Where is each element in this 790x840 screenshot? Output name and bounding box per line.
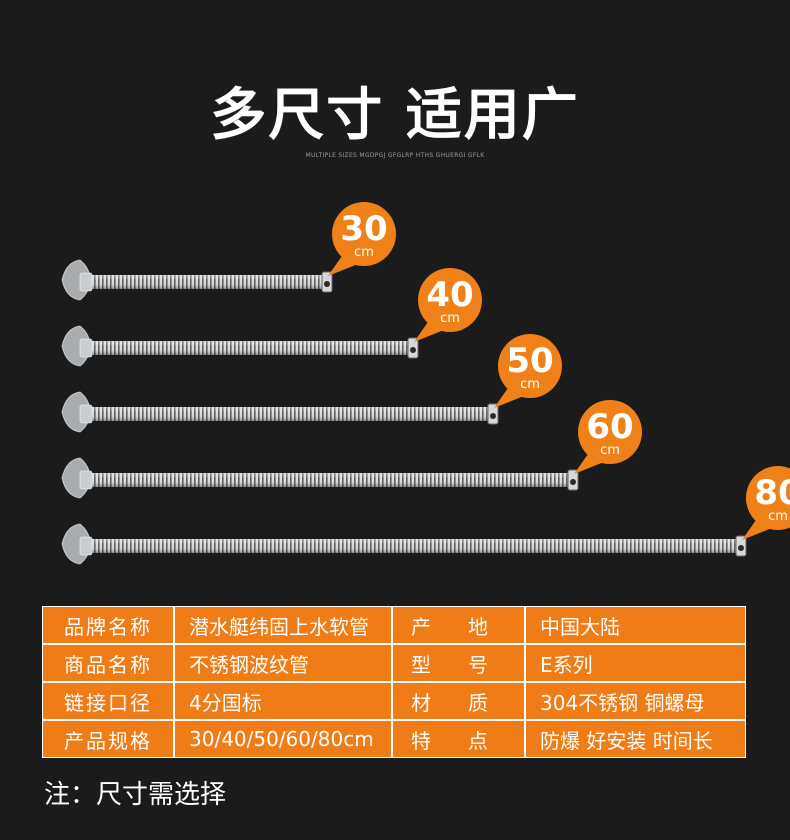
- bubble-circle: [418, 268, 482, 332]
- size-unit: cm: [768, 509, 788, 524]
- spec-label-model-char1: 型: [411, 652, 431, 677]
- size-value: 50: [506, 341, 553, 381]
- nut-body: [79, 404, 93, 424]
- size-value: 40: [426, 275, 473, 315]
- spec-label-feature-char1: 特: [411, 728, 431, 753]
- hose-shine: [92, 341, 408, 355]
- spec-label-model-char2: 号: [468, 652, 488, 677]
- spec-label-product: 商品名称: [42, 644, 174, 682]
- spec-label-feature-char2: 点: [468, 728, 488, 753]
- hose-80: [61, 523, 747, 565]
- hose-50: [61, 391, 499, 433]
- spec-value-material: 304不锈钢 铜螺母: [525, 682, 746, 720]
- size-unit: cm: [354, 245, 374, 260]
- size-unit: cm: [520, 377, 540, 392]
- fitting-hole: [570, 479, 576, 485]
- size-value: 60: [586, 407, 633, 447]
- hose-shine: [92, 539, 736, 553]
- spec-label-spec: 产品规格: [42, 720, 174, 758]
- size-bubble-80: 80cm: [742, 466, 790, 540]
- spec-value-brand: 潜水艇纬固上水软管: [174, 606, 392, 644]
- bubble-circle: [578, 400, 642, 464]
- fitting-hole: [490, 413, 496, 419]
- spec-table: 品牌名称 潜水艇纬固上水软管 产地 中国大陆 商品名称 不锈钢波纹管 型号 E系…: [42, 606, 746, 758]
- spec-label-material-char1: 材: [411, 690, 431, 715]
- spec-value-product: 不锈钢波纹管: [174, 644, 392, 682]
- size-unit: cm: [600, 443, 620, 458]
- page-title: 多尺寸 适用广: [210, 83, 580, 148]
- hose-60: [61, 457, 579, 499]
- spec-value-feature: 防爆 好安装 时间长: [525, 720, 746, 758]
- hose-shine: [92, 275, 322, 289]
- fitting-hole: [324, 281, 330, 287]
- spec-value-origin: 中国大陆: [525, 606, 746, 644]
- bubble-circle: [498, 334, 562, 398]
- spec-value-caliber: 4分国标: [174, 682, 392, 720]
- spec-value-model: E系列: [525, 644, 746, 682]
- nut-body: [79, 338, 93, 358]
- spec-label-material: 材质: [392, 682, 525, 720]
- hose-shine: [92, 473, 568, 487]
- page-subtitle: MULTIPLE SIZES MGDPGJ GFGLRP HTHS GHUERG…: [305, 152, 485, 159]
- spec-label-model: 型号: [392, 644, 525, 682]
- spec-label-brand: 品牌名称: [42, 606, 174, 644]
- nut-body: [79, 470, 93, 490]
- spec-label-material-char2: 质: [468, 690, 488, 715]
- nut-body: [79, 272, 93, 292]
- spec-label-origin: 产地: [392, 606, 525, 644]
- hose-shine: [92, 407, 488, 421]
- bubble-circle: [332, 202, 396, 266]
- spec-label-feature: 特点: [392, 720, 525, 758]
- size-unit: cm: [440, 311, 460, 326]
- spec-label-origin-char1: 产: [411, 614, 431, 639]
- spec-label-origin-char2: 地: [468, 614, 488, 639]
- fitting-hole: [410, 347, 416, 353]
- bubble-circle: [746, 466, 790, 530]
- size-value: 30: [340, 209, 387, 249]
- hose-30: [61, 259, 333, 301]
- size-note: 注：尺寸需选择: [44, 780, 227, 810]
- spec-value-spec: 30/40/50/60/80cm: [174, 720, 392, 758]
- nut-body: [79, 536, 93, 556]
- hose-40: [61, 325, 419, 367]
- spec-label-caliber: 链接口径: [42, 682, 174, 720]
- fitting-hole: [738, 545, 744, 551]
- size-value: 80: [754, 473, 790, 513]
